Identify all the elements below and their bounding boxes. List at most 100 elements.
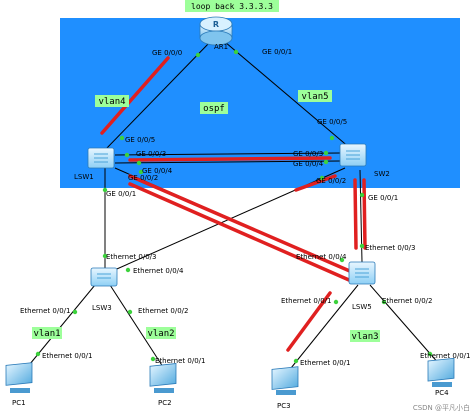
switch-icon bbox=[90, 267, 118, 287]
tag-vlan2-bg bbox=[146, 327, 176, 339]
port-pc1-e001: Ethernet 0/0/1 bbox=[42, 352, 92, 360]
port-dot bbox=[119, 135, 125, 141]
highlight-sw2-lsw3 bbox=[294, 174, 337, 192]
tag-ospf-bg bbox=[200, 102, 228, 114]
port-dots bbox=[35, 49, 433, 364]
tag-vlan1-bg bbox=[32, 327, 62, 339]
tag-ospf: ospf bbox=[203, 104, 225, 114]
pc-pc4[interactable]: PC4 bbox=[427, 357, 455, 397]
svg-text:R: R bbox=[213, 20, 219, 29]
port-dot bbox=[138, 169, 144, 175]
tag-vlan4-bg bbox=[95, 95, 129, 107]
highlight-paths bbox=[100, 56, 367, 352]
port-dot bbox=[233, 49, 239, 55]
switch-icon bbox=[348, 261, 376, 285]
loopback-title: loop back 3.3.3.3 bbox=[191, 2, 273, 11]
pc-pc3[interactable]: PC3 bbox=[271, 366, 299, 410]
tag-vlan5-bg bbox=[298, 90, 332, 102]
vlan-tags: vlan4 ospf vlan5 vlan1 vlan2 vlan3 bbox=[32, 90, 380, 342]
link-ar1-lsw1 bbox=[104, 41, 211, 151]
port-dot bbox=[127, 309, 133, 315]
link-lsw5-pc4 bbox=[369, 284, 441, 366]
port-pc4-e001: Ethernet 0/0/1 bbox=[420, 352, 470, 360]
port-dot bbox=[293, 358, 299, 364]
switch-icon bbox=[339, 143, 367, 167]
port-dot bbox=[427, 351, 433, 357]
port-lsw3-e003: Ethernet 0/0/3 bbox=[106, 253, 156, 261]
port-lsw3-e004: Ethernet 0/0/4 bbox=[133, 267, 184, 275]
port-dot bbox=[102, 253, 108, 259]
lsw5-label: LSW5 bbox=[352, 303, 372, 311]
port-lsw5-e004: Ethernet 0/0/4 bbox=[296, 253, 347, 261]
port-lsw3-e002: Ethernet 0/0/2 bbox=[138, 307, 188, 315]
port-sw2-g005: GE 0/0/5 bbox=[317, 118, 347, 126]
port-dot bbox=[323, 150, 329, 156]
port-lsw1-g004: GE 0/0/4 bbox=[142, 167, 173, 175]
port-lsw5-e002: Ethernet 0/0/2 bbox=[382, 297, 432, 305]
port-dot bbox=[339, 257, 345, 263]
switch-icon bbox=[87, 147, 115, 169]
tag-vlan5: vlan5 bbox=[301, 92, 328, 102]
port-dot bbox=[150, 356, 156, 362]
link-ar1-sw2 bbox=[224, 41, 351, 149]
watermark: CSDN @平凡小白 bbox=[413, 403, 470, 412]
port-dot bbox=[319, 175, 325, 181]
lsw3-label: LSW3 bbox=[92, 304, 112, 312]
lsw1-label: LSW1 bbox=[74, 173, 94, 181]
highlight-sw2-lsw5-a bbox=[353, 178, 358, 250]
pc2-label: PC2 bbox=[158, 399, 172, 407]
port-dot bbox=[359, 243, 365, 249]
port-dot bbox=[124, 152, 130, 158]
pc-icon bbox=[271, 366, 299, 395]
port-sw2-g003: GE 0/0/3 bbox=[293, 150, 323, 158]
port-dot bbox=[72, 309, 78, 315]
pc3-label: PC3 bbox=[277, 402, 291, 410]
pc-icon bbox=[5, 362, 33, 393]
pc-icon bbox=[427, 357, 455, 387]
port-sw2-g004: GE 0/0/4 bbox=[293, 160, 324, 168]
tag-vlan1: vlan1 bbox=[33, 329, 60, 339]
port-pc3-e001: Ethernet 0/0/1 bbox=[300, 359, 350, 367]
highlight-lsw1-lsw5-a bbox=[128, 174, 354, 274]
port-dot bbox=[125, 267, 131, 273]
port-lsw1-g003: GE 0/0/3 bbox=[136, 150, 166, 158]
port-dot bbox=[323, 159, 329, 165]
port-lsw5-e003: Ethernet 0/0/3 bbox=[365, 244, 415, 252]
port-dot bbox=[136, 160, 142, 166]
port-dot bbox=[381, 299, 387, 305]
highlight-lsw1-sw2-upper bbox=[128, 156, 332, 162]
pc-pc2[interactable]: PC2 bbox=[149, 363, 177, 407]
pc-icon bbox=[149, 363, 177, 393]
port-labels: GE 0/0/0 GE 0/0/1 GE 0/0/5 GE 0/0/3 GE 0… bbox=[20, 48, 470, 367]
sw2-label: SW2 bbox=[374, 170, 390, 178]
highlight-sw2-lsw5-b bbox=[362, 178, 367, 250]
switch-lsw5[interactable]: LSW5 bbox=[348, 261, 376, 311]
port-dot bbox=[359, 192, 365, 198]
switch-lsw1[interactable]: LSW1 bbox=[74, 147, 115, 181]
port-lsw5-e001: Ethernet 0/0/1 bbox=[281, 297, 331, 305]
port-lsw1-g001: GE 0/0/1 bbox=[106, 190, 136, 198]
highlight-lsw5-pc3 bbox=[286, 291, 332, 352]
router-icon: R bbox=[199, 16, 233, 46]
port-sw2-g002: GE 0/0/2 bbox=[316, 177, 346, 185]
loopback-tag bbox=[185, 0, 279, 12]
port-lsw1-g002: GE 0/0/2 bbox=[128, 174, 158, 182]
highlight-ar1-lsw1 bbox=[100, 56, 170, 135]
switch-sw2[interactable]: SW2 bbox=[339, 143, 390, 178]
switch-lsw3[interactable]: LSW3 bbox=[90, 267, 118, 312]
port-dot bbox=[333, 299, 339, 305]
port-dot bbox=[195, 52, 201, 58]
port-ar1-g000: GE 0/0/0 bbox=[152, 49, 182, 57]
router-ar1[interactable]: R AR1 bbox=[199, 16, 233, 51]
port-dot bbox=[35, 351, 41, 357]
ar1-label: AR1 bbox=[214, 43, 228, 51]
port-dot bbox=[102, 187, 108, 193]
links bbox=[24, 41, 441, 374]
link-lsw1-sw2-g003 bbox=[114, 152, 341, 156]
link-lsw1-sw2-g004 bbox=[114, 160, 341, 164]
highlight-lsw1-lsw5-b bbox=[128, 182, 351, 282]
port-sw2-g001: GE 0/0/1 bbox=[368, 194, 398, 202]
port-dot bbox=[329, 135, 335, 141]
pc-pc1[interactable]: PC1 bbox=[5, 362, 33, 407]
